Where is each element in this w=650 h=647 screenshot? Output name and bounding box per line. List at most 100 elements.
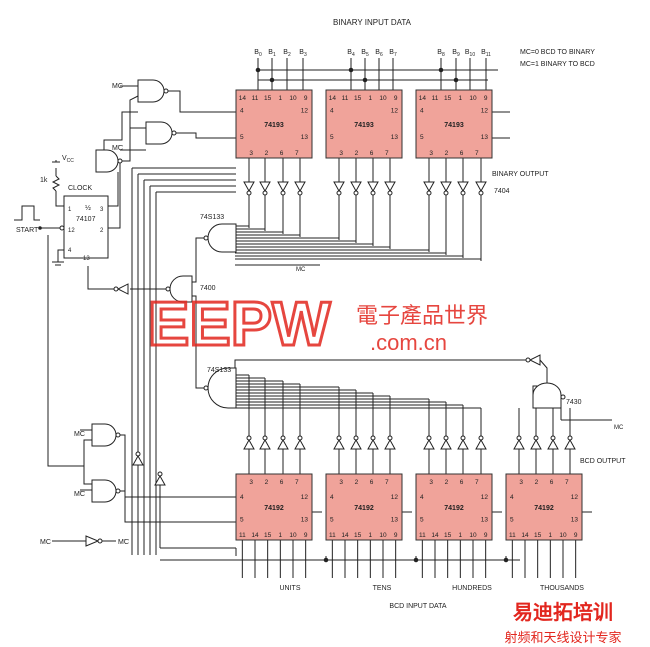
chip-pin-label: 4 xyxy=(330,494,334,501)
chip-pin-label: 1 xyxy=(459,532,463,539)
label-74s133-top: 74S133 xyxy=(200,214,224,221)
chip-pin-label: 9 xyxy=(304,95,308,102)
chip-pin-label: 7 xyxy=(385,479,389,486)
inverter xyxy=(259,435,271,450)
title-binary-input-data: BINARY INPUT DATA xyxy=(333,18,412,27)
bottom-chip-name: 74192 xyxy=(264,505,284,512)
inverter xyxy=(243,435,255,450)
label-74s133-bottom: 74S133 xyxy=(207,367,231,374)
label-thousands: THOUSANDS xyxy=(540,585,584,592)
chip-pin-label: 12 xyxy=(301,494,309,501)
chip-pin-label: 2 xyxy=(445,479,449,486)
binary-input-label: B11 xyxy=(481,49,491,58)
inverter xyxy=(440,181,452,196)
binary-input-label: B1 xyxy=(268,49,276,58)
chip-pin-label: 4 xyxy=(510,494,514,501)
label-bcd-output: BCD OUTPUT xyxy=(580,458,626,465)
inverter xyxy=(564,435,576,450)
start-pulse xyxy=(14,205,40,221)
gate-mcbar-mid xyxy=(91,479,121,503)
binary-input-label: B8 xyxy=(437,49,445,58)
label-tens: TENS xyxy=(373,585,392,592)
gate-mcbar-top xyxy=(145,121,177,145)
chip-pin-label: 10 xyxy=(289,95,297,102)
chip-pin-label: 15 xyxy=(444,532,452,539)
label-vcc: VCC xyxy=(62,155,74,164)
chip-pin-label: 11 xyxy=(342,95,349,102)
inverter-bubble xyxy=(97,538,103,544)
chip-pin-label: 7 xyxy=(385,150,389,157)
label-clock: CLOCK xyxy=(68,185,92,192)
label-mcbar-7430: MC xyxy=(614,425,624,431)
inverter xyxy=(530,435,542,450)
chip-pin-label: 2 xyxy=(265,150,269,157)
inverter-mc-bottom xyxy=(85,535,100,547)
chip-pin-label: 7 xyxy=(295,150,299,157)
chip-pin-label: 6 xyxy=(460,150,464,157)
chip-pin-label: 12 xyxy=(481,494,489,501)
chip-pin-label: 10 xyxy=(469,95,477,102)
binary-input-label: B5 xyxy=(361,49,369,58)
corner-logo-line2: 射频和天线设计专家 xyxy=(504,630,621,646)
binary-input-label: B3 xyxy=(299,49,307,58)
chip-pin-label: 13 xyxy=(301,134,309,141)
chip-pin-label: 1 xyxy=(549,532,553,539)
chip-pin-label: 13 xyxy=(571,517,579,524)
chip-pin-label: 14 xyxy=(431,532,439,539)
chip-pin-label: 9 xyxy=(394,95,398,102)
bottom-chip-name: 74192 xyxy=(534,505,554,512)
chip-pin-label: 12 xyxy=(391,107,399,114)
corner-logo-line1: 易迪拓培训 xyxy=(513,600,613,624)
gate-74s133-top xyxy=(203,223,237,253)
label-bcd-input-data: BCD INPUT DATA xyxy=(389,603,447,610)
gate-mc-top xyxy=(137,79,169,103)
watermark-brand: EEPW xyxy=(148,290,331,359)
chip-pin-label: 11 xyxy=(509,532,516,539)
inverter xyxy=(457,181,469,196)
inverter xyxy=(333,181,345,196)
chip-pin-label: 10 xyxy=(289,532,297,539)
mode-note-line2: MC=1 BINARY TO BCD xyxy=(520,61,595,68)
label-7400: 7400 xyxy=(200,285,216,292)
chip-pin-label: 10 xyxy=(379,95,387,102)
chip-pin-label: 14 xyxy=(521,532,529,539)
bottom-chip-name: 74192 xyxy=(354,505,374,512)
binary-input-label: B0 xyxy=(254,49,262,58)
chip-pin-label: 6 xyxy=(550,479,554,486)
watermark-cn-name: 電子產品世界 xyxy=(356,304,488,329)
label-units: UNITS xyxy=(280,585,301,592)
chip-pin-label: 1 xyxy=(369,95,373,102)
chip-pin-label: 2 xyxy=(535,479,539,486)
chip-pin-label: 9 xyxy=(304,532,308,539)
chip-pin-label: 15 xyxy=(354,532,362,539)
top-chip-name: 74193 xyxy=(264,122,284,129)
chip-pin-label: 3 xyxy=(249,150,253,157)
chip-pin-label: 7 xyxy=(475,479,479,486)
ff-pin-13: 13 xyxy=(83,256,90,262)
chip-pin-label: 10 xyxy=(379,532,387,539)
chip-pin-label: 13 xyxy=(481,517,489,524)
start-node xyxy=(38,226,42,230)
inverter xyxy=(277,181,289,196)
chip-pin-label: 11 xyxy=(432,95,439,102)
chip-pin-label: 14 xyxy=(251,532,259,539)
chip-pin-label: 3 xyxy=(339,479,343,486)
chip-pin-label: 11 xyxy=(419,532,426,539)
inverter xyxy=(423,181,435,196)
chip-pin-label: 13 xyxy=(391,134,399,141)
top-chip-name: 74193 xyxy=(444,122,464,129)
chip-pin-label: 6 xyxy=(280,150,284,157)
inverter-7430-out xyxy=(528,354,541,366)
chip-pin-label: 7 xyxy=(565,479,569,486)
inverter xyxy=(384,181,396,196)
ff-pin-1: 1 xyxy=(68,207,72,213)
chip-pin-label: 3 xyxy=(429,479,433,486)
chip-pin-label: 5 xyxy=(240,134,244,141)
chip-pin-label: 15 xyxy=(264,532,272,539)
label-7404: 7404 xyxy=(494,188,510,195)
